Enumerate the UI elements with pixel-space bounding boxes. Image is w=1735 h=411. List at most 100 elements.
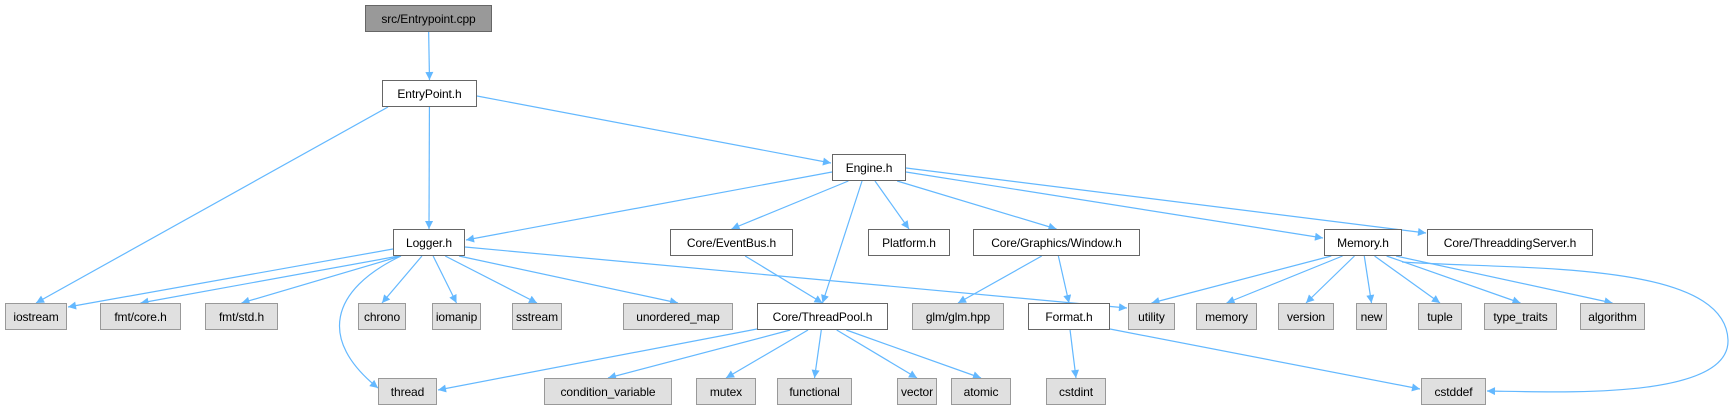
node-label: glm/glm.hpp [925, 309, 991, 324]
node-label: Format.h [1045, 309, 1093, 324]
edge-format-h-to-cstddef [1109, 328, 1421, 392]
node-threadpool-h[interactable]: Core/ThreadPool.h [757, 303, 888, 330]
node-label: condition_variable [560, 384, 656, 399]
node-label: Core/ThreaddingServer.h [1443, 235, 1577, 250]
node-mutex[interactable]: mutex [696, 378, 756, 405]
node-label: Engine.h [845, 160, 893, 175]
node-label: fmt/core.h [114, 309, 167, 324]
node-memory-h[interactable]: Memory.h [1324, 229, 1402, 256]
edge-engine-h-to-threaddingserver-h [905, 167, 1427, 236]
node-label: sstream [516, 309, 558, 324]
node-label: utility [1138, 309, 1165, 324]
node-unordered-map[interactable]: unordered_map [623, 303, 733, 330]
edge-threadpool-h-to-vector [836, 329, 918, 379]
node-label: new [1360, 309, 1383, 324]
edge-window-h-to-format-h [1057, 255, 1072, 304]
node-thread[interactable]: thread [378, 378, 437, 405]
node-label: Core/ThreadPool.h [772, 309, 873, 324]
node-label: fmt/std.h [218, 309, 265, 324]
node-tuple[interactable]: tuple [1418, 303, 1462, 330]
node-condition-variable[interactable]: condition_variable [544, 378, 672, 405]
node-label: iostream [13, 309, 59, 324]
node-label: unordered_map [636, 309, 720, 324]
node-label: src/Entrypoint.cpp [381, 11, 476, 26]
edge-logger-h-to-iostream [67, 248, 394, 310]
node-vector[interactable]: vector [897, 378, 937, 405]
node-iomanip[interactable]: iomanip [432, 303, 481, 330]
edge-eventbus-h-to-threadpool-h [744, 255, 823, 304]
edge-memory-h-to-cstddef [1401, 261, 1729, 396]
edge-engine-h-to-eventbus-h [731, 180, 849, 230]
node-label: vector [900, 384, 934, 399]
node-new[interactable]: new [1356, 303, 1387, 330]
node-label: algorithm [1588, 309, 1637, 324]
node-threaddingserver-h[interactable]: Core/ThreaddingServer.h [1427, 229, 1593, 256]
edge-memory-h-to-utility [1151, 255, 1332, 305]
edge-logger-h-to-thread [339, 255, 402, 389]
edge-src-entrypoint-cpp-to-entrypoint-h [425, 31, 434, 81]
node-window-h[interactable]: Core/Graphics/Window.h [973, 229, 1140, 256]
edge-memory-h-to-type-traits [1386, 255, 1521, 305]
node-label: type_traits [1493, 309, 1548, 324]
node-src-entrypoint-cpp[interactable]: src/Entrypoint.cpp [365, 5, 492, 32]
node-algorithm[interactable]: algorithm [1580, 303, 1645, 330]
node-cstddef[interactable]: cstddef [1421, 378, 1486, 405]
edge-engine-h-to-logger-h [465, 171, 833, 243]
node-cstdint[interactable]: cstdint [1046, 378, 1106, 405]
node-logger-h[interactable]: Logger.h [393, 229, 465, 256]
node-label: Memory.h [1337, 235, 1389, 250]
edge-threadpool-h-to-thread [437, 328, 758, 393]
node-fmt-std-h[interactable]: fmt/std.h [205, 303, 278, 330]
node-utility[interactable]: utility [1128, 303, 1175, 330]
node-sstream[interactable]: sstream [512, 303, 562, 330]
edge-logger-h-to-fmt-core-h [140, 255, 400, 306]
node-label: Platform.h [882, 235, 936, 250]
node-label: cstdint [1059, 384, 1093, 399]
edge-memory-h-to-memory [1226, 255, 1343, 304]
edge-engine-h-to-memory-h [905, 171, 1324, 241]
node-label: iomanip [435, 309, 478, 324]
node-iostream[interactable]: iostream [5, 303, 67, 330]
node-label: tuple [1427, 309, 1453, 324]
node-memory[interactable]: memory [1196, 303, 1257, 330]
edge-threadpool-h-to-functional [811, 329, 822, 379]
node-label: mutex [709, 384, 743, 399]
node-entrypoint-h[interactable]: EntryPoint.h [382, 80, 477, 107]
node-glm-hpp[interactable]: glm/glm.hpp [912, 303, 1004, 330]
edge-entrypoint-h-to-engine-h [476, 95, 832, 166]
edge-logger-h-to-fmt-std-h [241, 255, 402, 305]
node-label: cstddef [1434, 384, 1473, 399]
edge-threadpool-h-to-condition-variable [607, 329, 791, 380]
node-format-h[interactable]: Format.h [1028, 303, 1110, 330]
edge-entrypoint-h-to-iostream [35, 106, 389, 304]
edge-threadpool-h-to-atomic [846, 329, 982, 380]
node-platform-h[interactable]: Platform.h [868, 229, 950, 256]
edge-memory-h-to-new [1363, 255, 1375, 304]
edge-memory-h-to-tuple [1374, 255, 1441, 304]
edge-engine-h-to-platform-h [874, 180, 910, 230]
node-label: version [1287, 309, 1325, 324]
node-label: chrono [363, 309, 401, 324]
node-label: Core/EventBus.h [686, 235, 777, 250]
node-label: atomic [963, 384, 999, 399]
node-eventbus-h[interactable]: Core/EventBus.h [670, 229, 793, 256]
edge-threadpool-h-to-mutex [725, 329, 809, 379]
node-fmt-core-h[interactable]: fmt/core.h [100, 303, 181, 330]
node-atomic[interactable]: atomic [951, 378, 1011, 405]
edge-memory-h-to-version [1305, 255, 1355, 304]
node-label: Logger.h [406, 235, 452, 250]
node-type-traits[interactable]: type_traits [1484, 303, 1557, 330]
node-label: thread [390, 384, 425, 399]
node-functional[interactable]: functional [777, 378, 852, 405]
node-chrono[interactable]: chrono [358, 303, 406, 330]
edge-logger-h-to-iomanip [432, 255, 458, 304]
edge-engine-h-to-window-h [896, 180, 1057, 231]
edge-window-h-to-glm-hpp [957, 255, 1043, 304]
edge-logger-h-to-unordered-map [458, 255, 679, 306]
edge-engine-h-to-threadpool-h [821, 180, 863, 304]
node-engine-h[interactable]: Engine.h [832, 154, 906, 181]
node-version[interactable]: version [1278, 303, 1334, 330]
edge-format-h-to-cstdint [1069, 329, 1079, 379]
edge-logger-h-to-chrono [381, 255, 423, 304]
edge-logger-h-to-utility [464, 246, 1128, 312]
